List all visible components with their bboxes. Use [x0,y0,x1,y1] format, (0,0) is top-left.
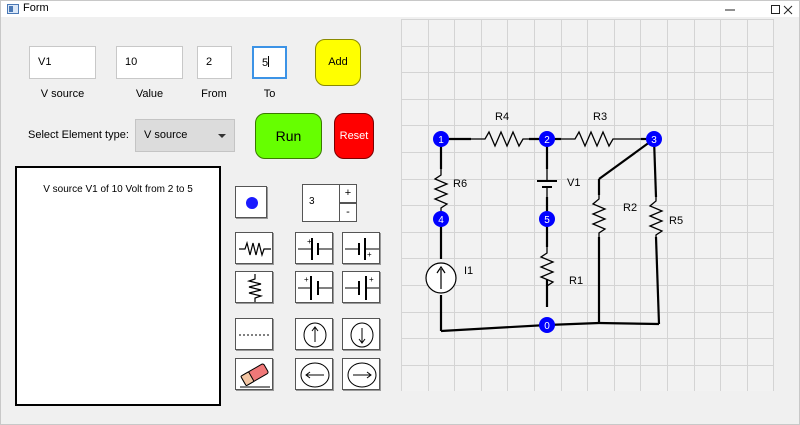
resistor-label: R6 [453,178,467,190]
increment-button[interactable]: + [339,184,357,203]
current-source-right-icon [347,362,377,388]
add-button[interactable]: Add [315,39,361,86]
battery-right-tool[interactable]: + [342,271,380,303]
resistor-r4[interactable]: R4 [471,111,529,148]
current-source-left-icon [300,362,330,388]
node-2[interactable]: 2 [539,131,555,147]
battery-up-alt-tool[interactable]: + [342,232,380,264]
resistor-label: R1 [569,275,583,287]
node-label: 4 [438,215,444,226]
resistor-label: R3 [593,111,607,123]
window-title: Form [23,2,49,14]
resistor-r2[interactable]: R2 [591,195,637,237]
node-0[interactable]: 0 [539,317,555,333]
node-label: 1 [438,135,444,146]
current-source-down-tool[interactable] [342,318,380,350]
minimize-button[interactable] [707,1,753,17]
svg-text:+: + [369,275,374,284]
value-label: Value [135,88,164,100]
run-button[interactable]: Run [255,113,322,159]
resistor-r1[interactable]: R1 [539,247,583,289]
resistor-vertical-tool[interactable] [235,271,273,303]
resistor-icon [239,240,271,258]
title-bar: Form [1,1,799,17]
grid [401,19,774,391]
minimize-icon [725,9,735,11]
element-type-select[interactable]: V source [135,119,235,152]
to-label: To [263,88,276,100]
node-icon [246,197,258,209]
resistor-label: R5 [669,215,683,227]
name-label: V source [40,88,85,100]
close-button[interactable] [776,1,800,17]
name-input[interactable]: V1 [29,46,96,79]
decrement-button[interactable]: - [339,203,357,222]
current-source-down-icon [350,322,374,348]
chevron-down-icon [218,134,226,138]
log-line: V source V1 of 10 Volt from 2 to 5 [43,184,193,195]
maximize-icon [771,5,780,14]
current-source-up-tool[interactable] [295,318,333,350]
node-tool[interactable] [235,186,267,218]
resistor-r5[interactable]: R5 [648,197,683,237]
current-source-up-icon [303,322,327,348]
from-label: From [201,88,227,100]
svg-text:+: + [307,237,312,246]
node-4[interactable]: 4 [433,211,449,227]
reset-button[interactable]: Reset [334,113,374,159]
node-label: 2 [544,135,550,146]
wire-tool[interactable] [235,318,273,350]
close-icon [783,5,793,15]
element-type-value: V source [144,129,188,141]
node-1[interactable]: 1 [433,131,449,147]
eraser-icon [240,363,270,388]
element-type-label: Select Element type: [28,129,129,141]
resistor-label: R2 [623,202,637,214]
resistor-vertical-icon [246,274,264,302]
battery-right-icon: + [345,275,379,300]
svg-text:+: + [367,250,372,259]
node-5[interactable]: 5 [539,211,555,227]
node-3[interactable]: 3 [646,131,662,147]
voltage-source-v1[interactable]: V1 [537,169,580,197]
current-source-right-tool[interactable] [342,358,380,390]
to-input-value: 5 [262,57,269,69]
battery-up-tool[interactable]: + [295,232,333,264]
stepper-value: 3 [309,196,315,207]
svg-text:+: + [304,275,309,284]
battery-up-icon: + [298,237,332,260]
source-label: I1 [464,265,473,277]
wires [439,137,661,333]
resistor-label: R4 [495,111,509,123]
battery-left-tool[interactable]: + [295,271,333,303]
source-label: V1 [567,177,580,189]
text-caret [268,56,270,67]
node-label: 5 [544,215,550,226]
current-source-i1[interactable]: I1 [425,262,473,294]
eraser-tool[interactable] [235,358,273,390]
wire-icon [239,334,271,336]
battery-up-alt-icon: + [345,238,379,260]
resistor-r3[interactable]: R3 [561,111,641,148]
from-input[interactable]: 2 [197,46,232,79]
app-icon [7,4,19,14]
maximize-button[interactable] [753,1,799,17]
current-source-left-tool[interactable] [295,358,333,390]
to-input[interactable]: 5 [252,46,287,79]
value-input[interactable]: 10 [116,46,183,79]
log-area[interactable]: V source V1 of 10 Volt from 2 to 5 [15,166,221,406]
resistor-tool[interactable] [235,232,273,264]
resistor-r6[interactable]: R6 [433,169,467,211]
battery-left-icon: + [298,275,332,300]
node-label: 3 [651,135,657,146]
circuit-canvas[interactable]: R4 R3 R6 V1 R2 R5 [401,19,774,391]
node-label: 0 [544,321,550,332]
